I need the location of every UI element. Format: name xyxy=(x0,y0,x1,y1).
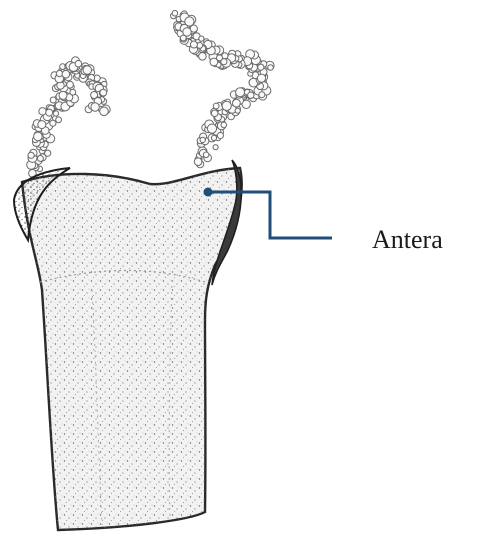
pollen-grain xyxy=(235,108,240,113)
pollen-grain xyxy=(91,103,99,111)
pollen-grain xyxy=(217,55,223,61)
label-antera: Antera xyxy=(372,225,443,254)
pollen-cluster-right xyxy=(171,10,275,167)
pollen-grain xyxy=(67,81,74,88)
pollen-grain xyxy=(200,137,205,142)
pollen-grain xyxy=(259,92,265,98)
pollen-grain xyxy=(183,28,191,36)
pollen-grain xyxy=(83,66,92,75)
pollen-grain xyxy=(207,124,216,133)
pollen-grain xyxy=(39,108,46,115)
pollen-grain xyxy=(50,120,56,126)
pollen-grain xyxy=(203,152,209,158)
pollen-grain xyxy=(268,65,274,71)
pollen-grain xyxy=(217,132,223,138)
pollen-grain xyxy=(199,53,207,61)
pollen-grain xyxy=(38,121,46,129)
pollen-grain xyxy=(172,10,178,16)
pollen-grain xyxy=(222,101,231,110)
pollen-grain xyxy=(46,109,53,116)
pollen-grain xyxy=(100,107,109,116)
pollen-grain xyxy=(75,60,82,67)
pollen-grain xyxy=(213,145,218,150)
pollen-grain xyxy=(50,97,56,103)
stamen-body xyxy=(14,160,242,530)
pollen-grain xyxy=(236,88,245,97)
pollen-grain xyxy=(221,122,227,128)
pollen-grain xyxy=(28,152,34,158)
pollen-grain xyxy=(194,158,202,166)
pollen-grain xyxy=(45,150,51,156)
pollen-grain xyxy=(211,135,216,140)
anther-stipple xyxy=(22,168,242,530)
pollen-grain xyxy=(199,36,204,41)
pollen-cluster-left xyxy=(27,57,111,177)
pollen-grain xyxy=(213,103,219,109)
pollen-grain xyxy=(211,110,218,117)
pollen-grain xyxy=(62,70,70,78)
pollen-grain xyxy=(56,117,62,123)
pollen-grain xyxy=(233,99,241,107)
pollen-grain xyxy=(37,156,43,162)
pollen-grain xyxy=(100,89,107,96)
pollen-grain xyxy=(70,89,76,95)
pollen-grain xyxy=(248,92,254,98)
pollen-grain xyxy=(257,74,265,82)
pollen-grain xyxy=(34,132,43,141)
pollen-grain xyxy=(59,91,67,99)
